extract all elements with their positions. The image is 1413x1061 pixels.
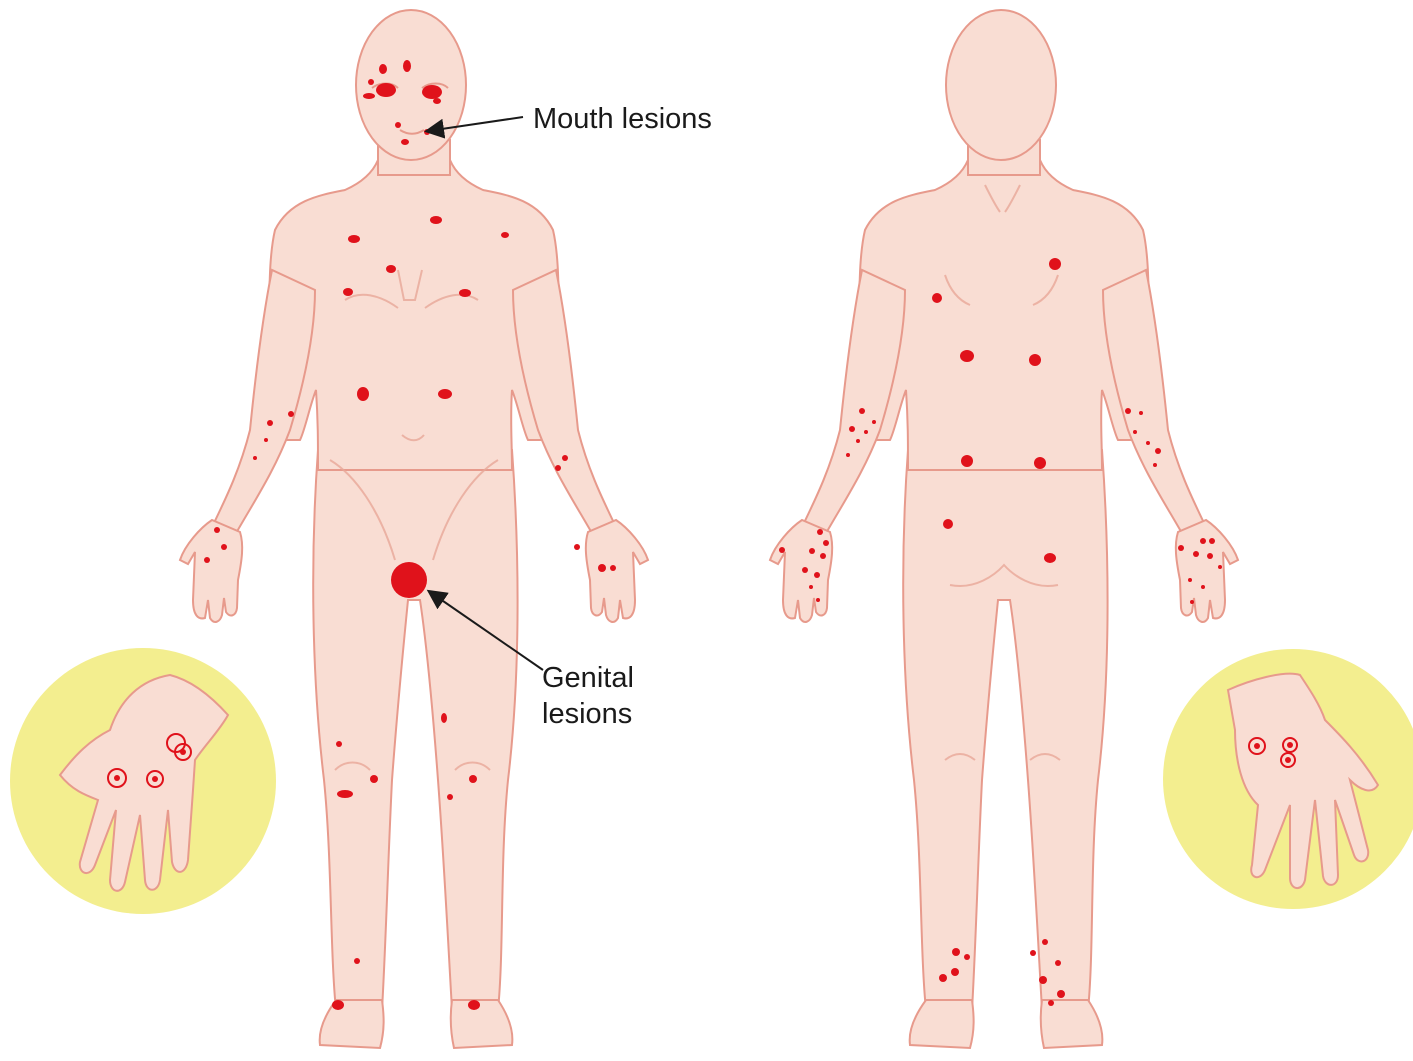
body-back: [770, 10, 1238, 1048]
mouth-lesions-label: Mouth lesions: [533, 101, 712, 137]
genital-label-line2: lesions: [542, 696, 634, 732]
genital-label-line1: Genital: [542, 660, 634, 696]
genital-lesions-label: Genital lesions: [542, 660, 634, 732]
body-front: [180, 10, 648, 1048]
inset-palm-right: [1163, 649, 1413, 909]
inset-palm-left: [10, 648, 276, 914]
